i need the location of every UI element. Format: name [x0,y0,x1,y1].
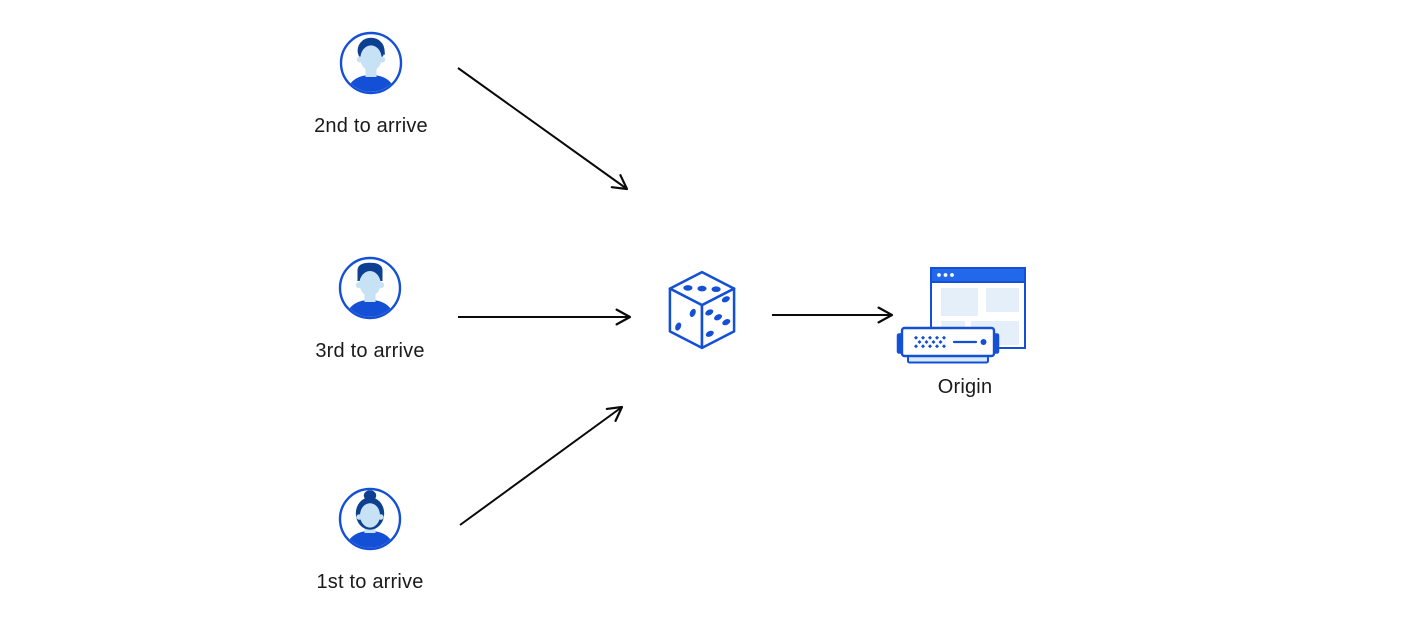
user-label: 3rd to arrive [315,340,425,362]
server-icon [896,326,1000,364]
arrow-user2-to-dice [457,67,629,191]
user-node-3rd: 3rd to arrive [290,256,450,363]
arrow-user1-to-dice [459,405,624,526]
user-label: 2nd to arrive [314,115,428,137]
user-label: 1st to arrive [316,571,424,593]
user-man-avatar-icon [339,31,403,95]
user-man-flattop-avatar-icon [338,256,402,320]
origin-node: Origin [885,267,1045,417]
dice-node [667,268,737,357]
user-node-2nd: 2nd to arrive [291,31,451,138]
user-node-1st: 1st to arrive [290,487,450,594]
user-woman-bun-avatar-icon [338,487,402,551]
origin-label: Origin [937,376,993,398]
dice-icon [668,270,736,350]
server-vent-dots [914,335,946,349]
